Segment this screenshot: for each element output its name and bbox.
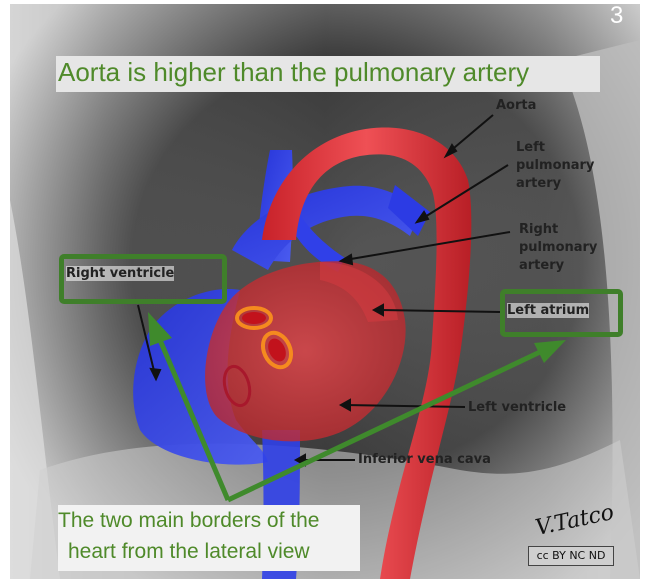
label-right-pulmonary-artery-line2: pulmonary	[519, 240, 597, 255]
label-left-ventricle: Left ventricle	[468, 400, 566, 415]
highlight-frame-left-atrium	[500, 289, 623, 337]
creative-commons-badge: cc BY NC ND	[528, 546, 614, 566]
highlight-frame-right-ventricle	[59, 254, 227, 304]
label-left-pulmonary-artery-line3: artery	[516, 176, 561, 191]
label-left-pulmonary-artery-line1: Left	[516, 140, 545, 155]
label-right-pulmonary-artery-line3: artery	[519, 258, 564, 273]
caption-line-2: heart from the lateral view	[68, 540, 310, 564]
slide-title: Aorta is higher than the pulmonary arter…	[58, 57, 529, 88]
label-left-pulmonary-artery-line2: pulmonary	[516, 158, 594, 173]
label-right-pulmonary-artery-line1: Right	[519, 222, 558, 237]
label-aorta: Aorta	[496, 98, 536, 113]
slide-number: 3	[610, 2, 623, 30]
label-inferior-vena-cava: Inferior vena cava	[358, 452, 491, 467]
caption-line-1: The two main borders of the	[58, 509, 319, 533]
